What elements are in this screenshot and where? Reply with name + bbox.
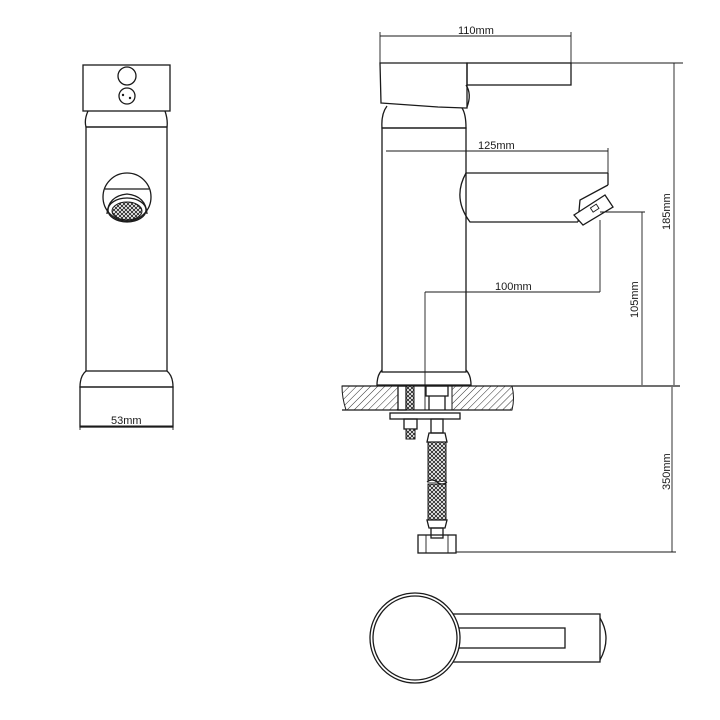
top-lever-knob (599, 617, 607, 661)
dimension-body-width: 53mm (79, 415, 174, 430)
top-lever (449, 613, 601, 663)
side-handle-knob (465, 84, 470, 108)
dimension-handle-length: 110mm (379, 25, 572, 63)
top-body-outer (369, 592, 461, 684)
mounting-gap (397, 385, 407, 411)
spout (459, 172, 614, 226)
aerator (102, 172, 152, 223)
dimension-label-350mm: 350mm (661, 453, 673, 490)
countertop-section (341, 385, 680, 411)
spout-aerator-tip (573, 194, 614, 226)
top-lever-slot (454, 627, 566, 649)
side-handle-body (379, 62, 468, 109)
side-neck (381, 105, 467, 129)
front-handle-cap (82, 64, 171, 112)
handle-indicator-top (117, 66, 137, 86)
threaded-rod (405, 428, 416, 440)
side-handle-lever (466, 62, 572, 86)
dimension-spout-to-hole: 100mm (424, 220, 601, 410)
inlet-nut (425, 385, 449, 397)
front-body (85, 126, 168, 372)
dimension-label-100mm: 100mm (495, 281, 532, 293)
hose-connector-nut (417, 534, 457, 554)
flexible-hose (417, 418, 457, 554)
front-base (79, 386, 174, 428)
mounting-stud (405, 385, 415, 411)
dimension-hose-length: 350mm (456, 387, 676, 553)
dimension-spout-reach: 125mm (386, 140, 609, 173)
front-view: 53mm (79, 64, 174, 430)
dimension-label-53mm: 53mm (111, 415, 142, 427)
dimension-label-105mm: 105mm (629, 281, 641, 318)
front-neck (84, 110, 168, 128)
lock-nut (403, 418, 418, 430)
top-view (369, 592, 607, 684)
dimension-label-110mm: 110mm (458, 25, 494, 37)
side-body (381, 127, 467, 373)
front-base-flange (79, 370, 174, 388)
dimension-label-125mm: 125mm (478, 140, 515, 152)
dimension-label-185mm: 185mm (661, 193, 673, 230)
side-base (376, 369, 472, 386)
dimension-spout-height: 105mm (600, 211, 645, 385)
top-body-inner (372, 595, 458, 681)
dimension-total-height: 185mm (571, 62, 683, 385)
handle-indicator-bottom (118, 87, 136, 105)
side-view: 110mm 125mm 100mm 105mm 185mm (341, 25, 683, 554)
backing-plate (389, 412, 461, 420)
